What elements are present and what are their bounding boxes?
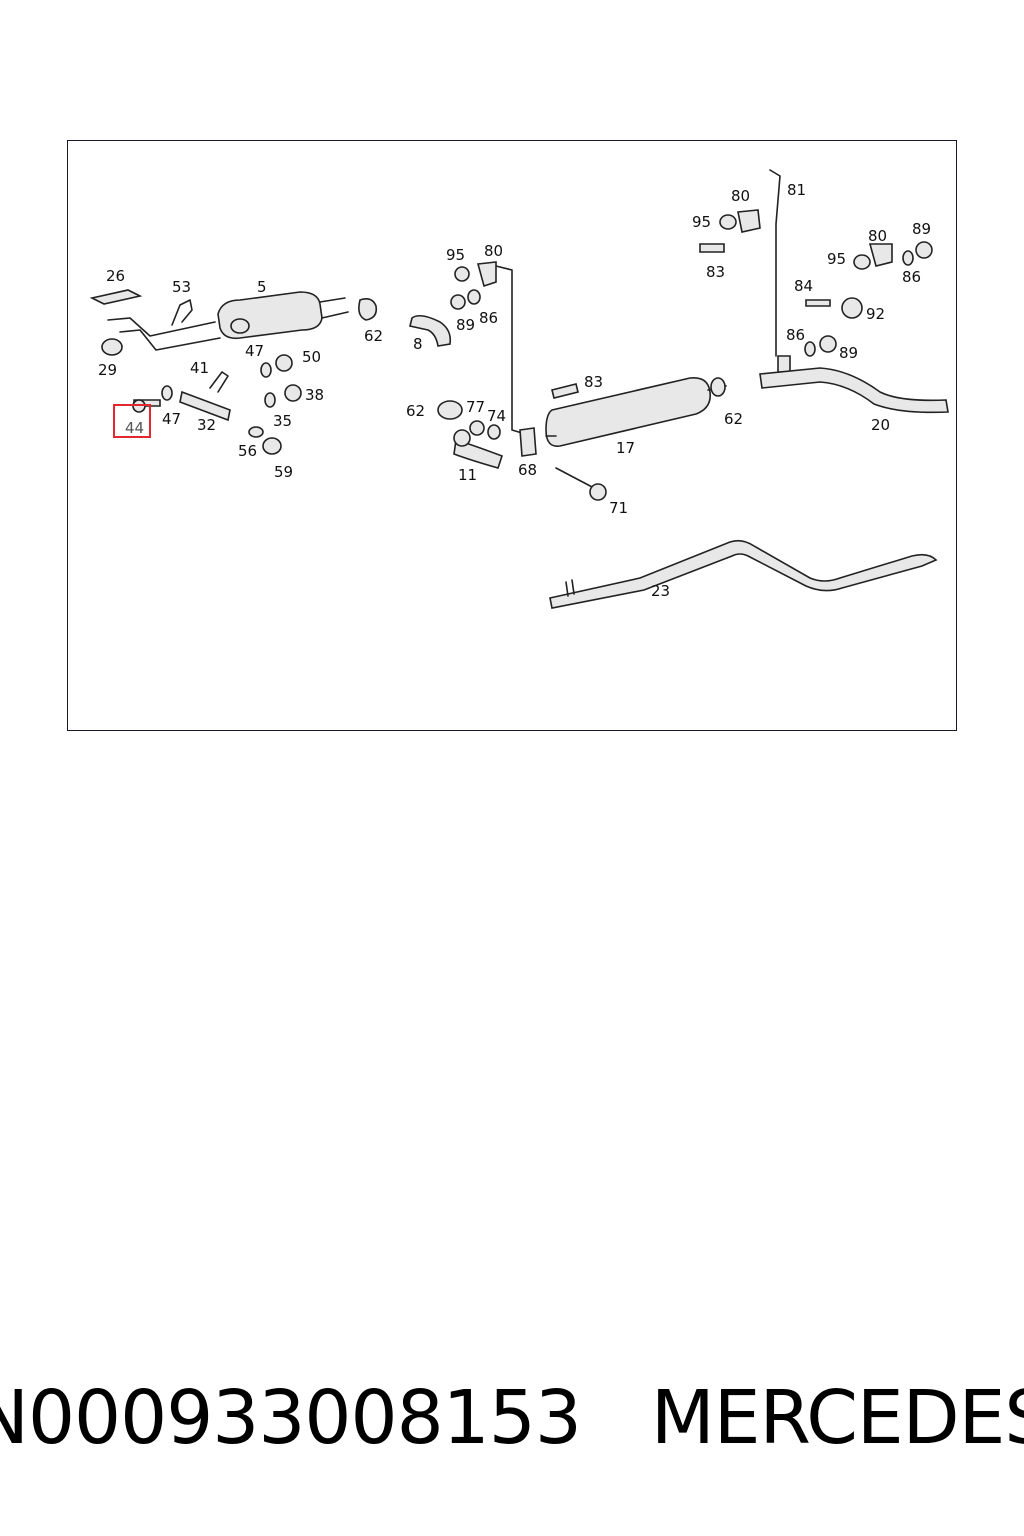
callout-label[interactable]: 59 bbox=[274, 463, 293, 481]
callout-label[interactable]: 53 bbox=[172, 278, 191, 296]
callout-label[interactable]: 50 bbox=[302, 348, 321, 366]
callout-label[interactable]: 17 bbox=[616, 439, 635, 457]
callout-label[interactable]: 74 bbox=[487, 407, 506, 425]
highlight-box bbox=[113, 404, 151, 438]
callout-label[interactable]: 80 bbox=[731, 187, 750, 205]
callout-label[interactable]: 62 bbox=[406, 402, 425, 420]
callout-label[interactable]: 8 bbox=[413, 335, 423, 353]
callout-label[interactable]: 23 bbox=[651, 582, 670, 600]
callout-label[interactable]: 86 bbox=[786, 326, 805, 344]
callout-label[interactable]: 95 bbox=[446, 246, 465, 264]
callout-label[interactable]: 29 bbox=[98, 361, 117, 379]
callout-label[interactable]: 26 bbox=[106, 267, 125, 285]
callout-label[interactable]: 92 bbox=[866, 305, 885, 323]
callout-label[interactable]: 32 bbox=[197, 416, 216, 434]
callout-label[interactable]: 47 bbox=[162, 410, 181, 428]
callout-label[interactable]: 95 bbox=[692, 213, 711, 231]
callout-label[interactable]: 86 bbox=[479, 309, 498, 327]
callout-label[interactable]: 41 bbox=[190, 359, 209, 377]
callout-label[interactable]: 56 bbox=[238, 442, 257, 460]
brand-name: MERCEDES bbox=[650, 1375, 1024, 1461]
callout-label[interactable]: 81 bbox=[787, 181, 806, 199]
diagram-frame bbox=[67, 140, 957, 731]
callout-label[interactable]: 71 bbox=[609, 499, 628, 517]
callout-label[interactable]: 83 bbox=[706, 263, 725, 281]
callout-label[interactable]: 62 bbox=[364, 327, 383, 345]
callout-label[interactable]: 20 bbox=[871, 416, 890, 434]
right-hanger-section bbox=[699, 169, 949, 414]
callout-label[interactable]: 89 bbox=[912, 220, 931, 238]
exhaust-system-diagram: 26 53 5 62 29 47 50 41 38 44 47 32 35 56… bbox=[89, 169, 949, 609]
tail-pipe bbox=[549, 539, 938, 609]
callout-label[interactable]: 80 bbox=[868, 227, 887, 245]
part-number: N000933008153 bbox=[0, 1375, 582, 1461]
callout-label-highlighted[interactable]: 44 bbox=[125, 419, 144, 437]
callout-label[interactable]: 35 bbox=[273, 412, 292, 430]
callout-label[interactable]: 5 bbox=[257, 278, 267, 296]
callout-label[interactable]: 86 bbox=[902, 268, 921, 286]
callout-labels: 26 53 5 62 29 47 50 41 38 44 47 32 35 56… bbox=[98, 181, 931, 600]
callout-label[interactable]: 83 bbox=[584, 373, 603, 391]
callout-label[interactable]: 84 bbox=[794, 277, 813, 295]
callout-label[interactable]: 89 bbox=[456, 316, 475, 334]
callout-label[interactable]: 38 bbox=[305, 386, 324, 404]
middle-section bbox=[409, 261, 537, 469]
callout-label[interactable]: 80 bbox=[484, 242, 503, 260]
callout-label[interactable]: 47 bbox=[245, 342, 264, 360]
callout-label[interactable]: 95 bbox=[827, 250, 846, 268]
rear-muffler bbox=[545, 376, 727, 501]
callout-label[interactable]: 62 bbox=[724, 410, 743, 428]
caption: N000933008153 MERCEDES bbox=[0, 1375, 1024, 1461]
callout-label[interactable]: 89 bbox=[839, 344, 858, 362]
callout-label[interactable]: 11 bbox=[458, 466, 477, 484]
callout-label[interactable]: 68 bbox=[518, 461, 537, 479]
callout-label[interactable]: 77 bbox=[466, 398, 485, 416]
front-muffler-assembly bbox=[89, 289, 378, 356]
